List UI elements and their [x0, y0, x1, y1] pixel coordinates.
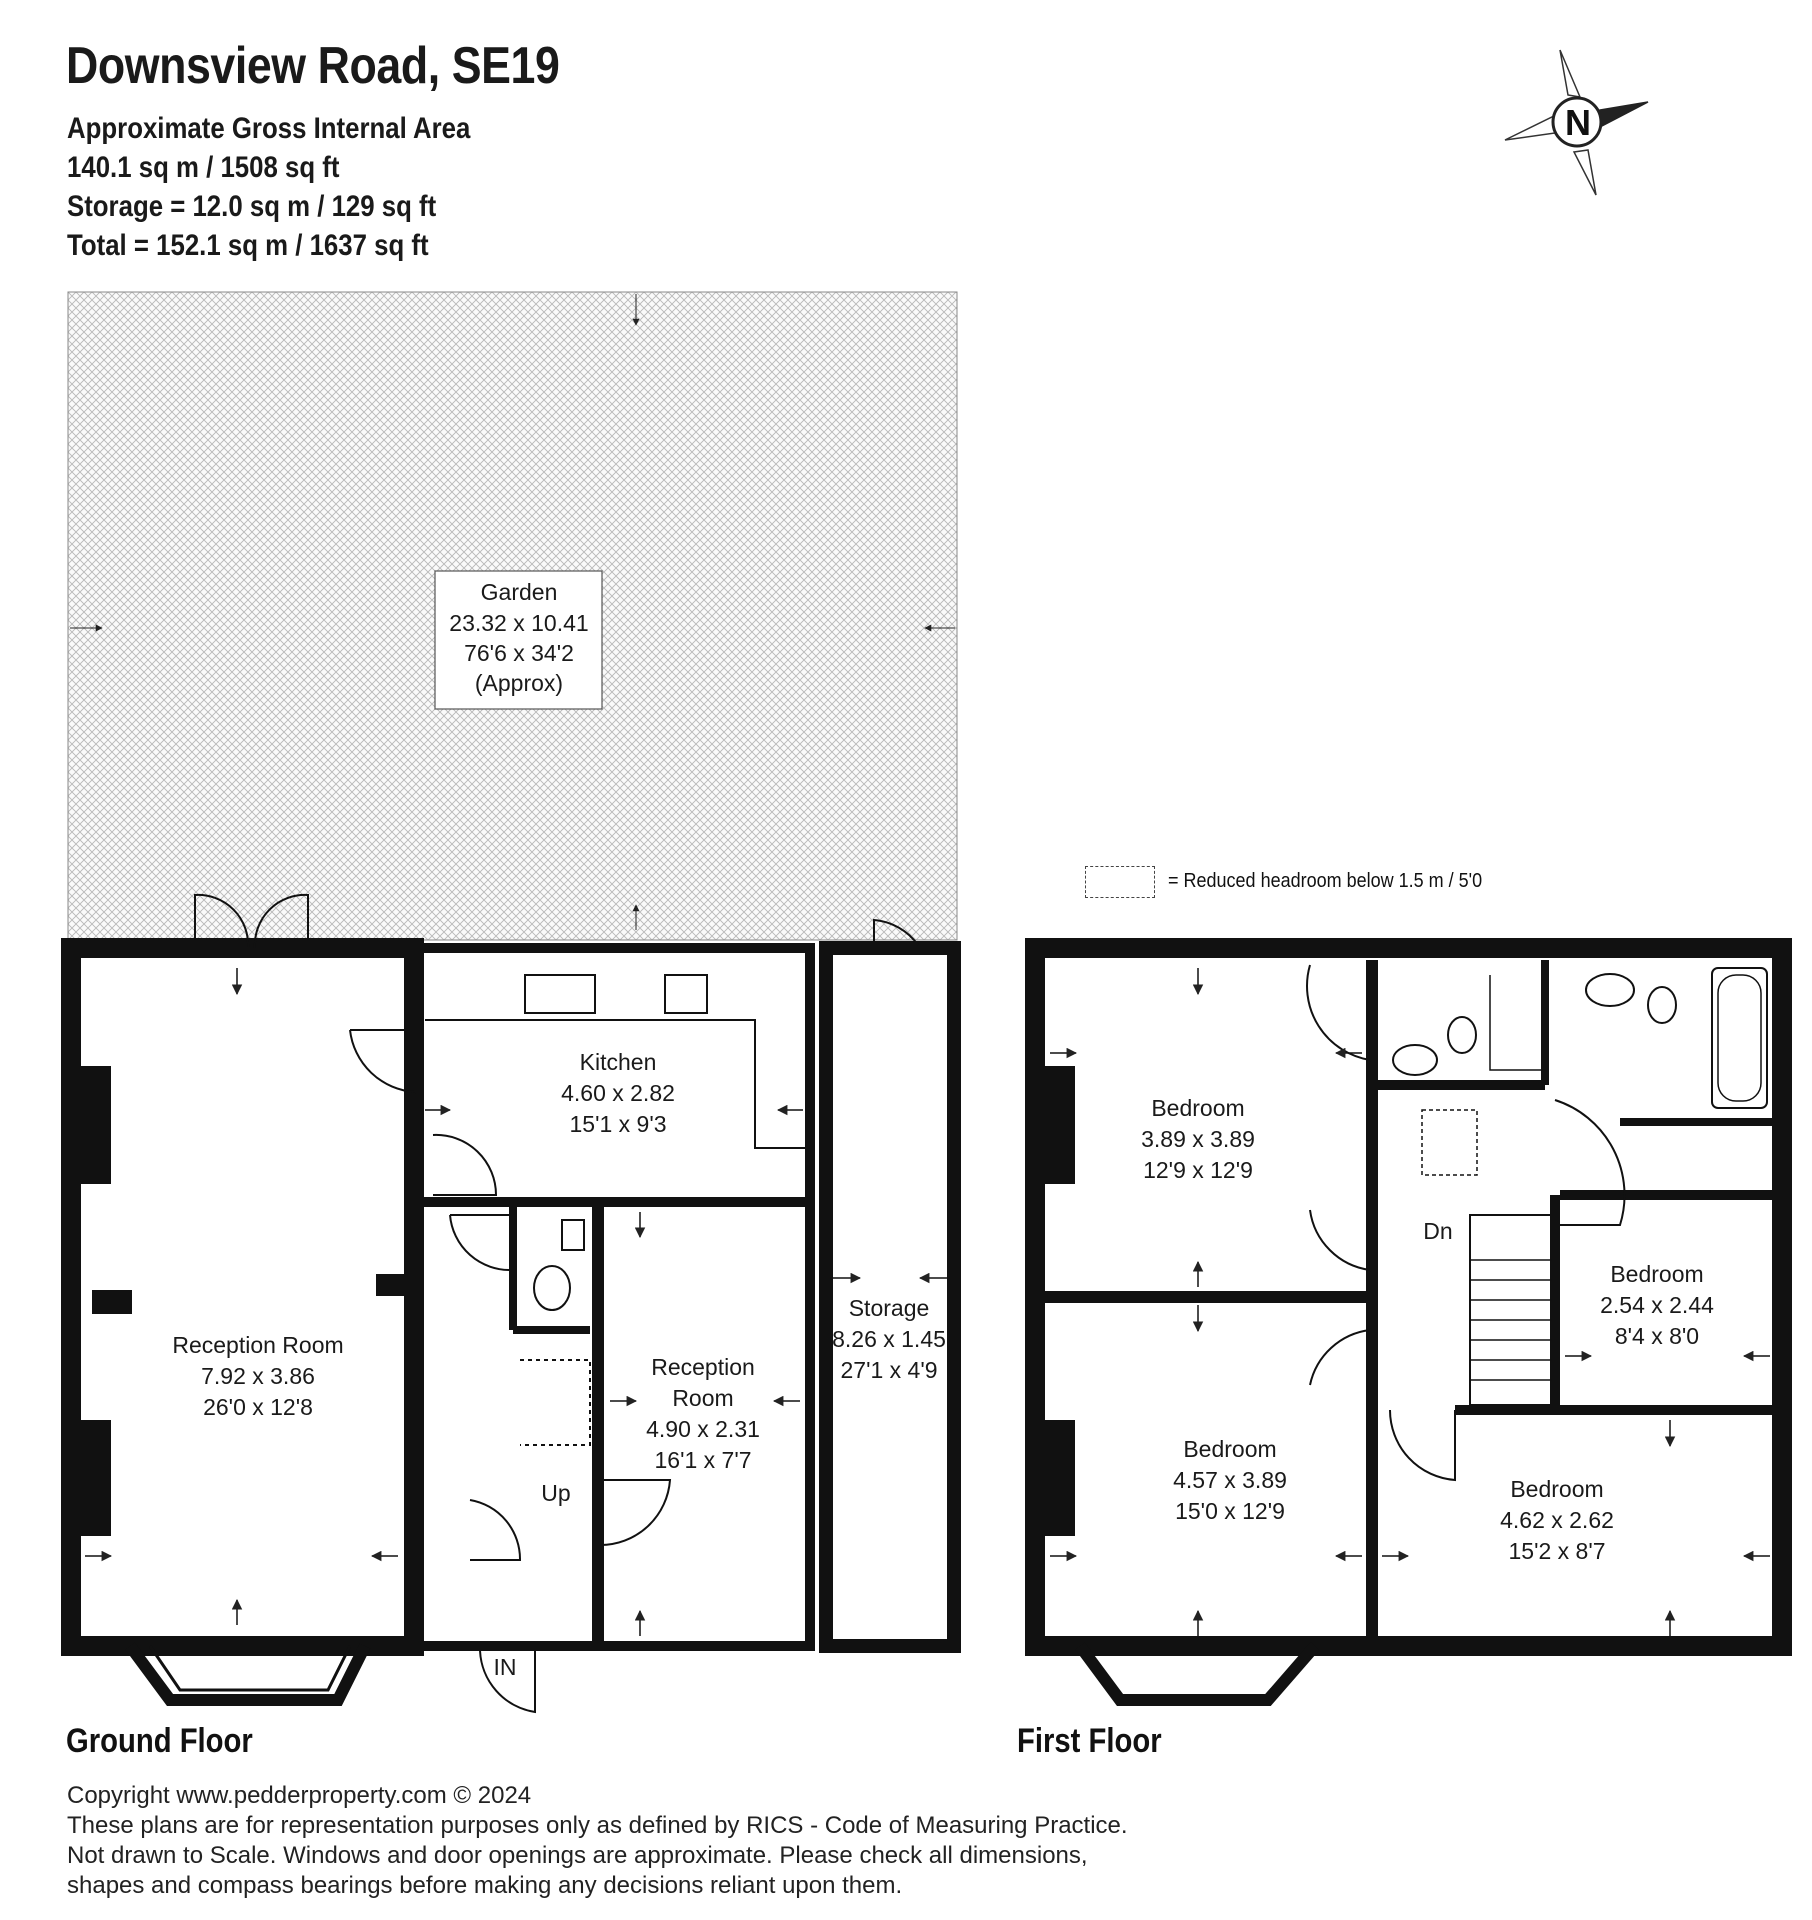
garden-name: Garden — [481, 579, 558, 605]
kitchen-metric: 4.60 x 2.82 — [561, 1080, 675, 1106]
reception-main-metric: 7.92 x 3.86 — [201, 1363, 315, 1389]
reception-small-metric: 4.90 x 2.31 — [646, 1416, 760, 1442]
bedroom-side-imperial: 15'2 x 8'7 — [1508, 1538, 1605, 1564]
first-floor-plan — [1025, 938, 1792, 1706]
garden-metric: 23.32 x 10.41 — [449, 610, 588, 636]
bedroom-front-metric: 4.57 x 3.89 — [1173, 1467, 1287, 1493]
garden-note: (Approx) — [475, 670, 563, 696]
ground-floor-label: Ground Floor — [66, 1722, 253, 1760]
bedroom-side-metric: 4.62 x 2.62 — [1500, 1507, 1614, 1533]
kitchen-name: Kitchen — [580, 1049, 657, 1075]
storage-name: Storage — [849, 1295, 930, 1321]
bedroom-rear-imperial: 12'9 x 12'9 — [1143, 1157, 1253, 1183]
area-main: 140.1 sq m / 1508 sq ft — [67, 151, 340, 184]
bedroom-small-imperial: 8'4 x 8'0 — [1615, 1323, 1699, 1349]
disclaimer-line-3: shapes and compass bearings before makin… — [67, 1872, 903, 1899]
stairs-down-label: Dn — [1423, 1218, 1452, 1244]
compass-letter: N — [1565, 102, 1591, 143]
area-total: Total = 152.1 sq m / 1637 sq ft — [67, 229, 429, 262]
bedroom-rear-name: Bedroom — [1151, 1095, 1244, 1121]
reception-main-name: Reception Room — [172, 1332, 343, 1358]
reception-small-name-1: Reception — [651, 1354, 755, 1380]
area-storage: Storage = 12.0 sq m / 129 sq ft — [67, 190, 437, 223]
stairs-up-label: Up — [541, 1480, 570, 1506]
bedroom-small-metric: 2.54 x 2.44 — [1600, 1292, 1714, 1318]
reception-main-imperial: 26'0 x 12'8 — [203, 1394, 313, 1420]
disclaimer-line-2: Not drawn to Scale. Windows and door ope… — [67, 1842, 1088, 1869]
storage-metric: 8.26 x 1.45 — [832, 1326, 946, 1352]
compass-icon: N — [1504, 49, 1649, 196]
reduced-headroom-legend-swatch — [1085, 866, 1155, 898]
reception-small-imperial: 16'1 x 7'7 — [654, 1447, 751, 1473]
storage-imperial: 27'1 x 4'9 — [840, 1357, 937, 1383]
area-title: Approximate Gross Internal Area — [67, 112, 471, 145]
bedroom-small-name: Bedroom — [1610, 1261, 1703, 1287]
first-floor-label: First Floor — [1017, 1722, 1162, 1760]
page-title: Downsview Road, SE19 — [66, 37, 560, 95]
bedroom-front-imperial: 15'0 x 12'9 — [1175, 1498, 1285, 1524]
ground-floor-plan — [61, 893, 961, 1714]
garden-imperial: 76'6 x 34'2 — [464, 640, 574, 666]
bedroom-front-name: Bedroom — [1183, 1436, 1276, 1462]
garden-area — [67, 291, 958, 941]
reception-small-name-2: Room — [672, 1385, 733, 1411]
disclaimer-line-1: These plans are for representation purpo… — [67, 1812, 1128, 1839]
kitchen-imperial: 15'1 x 9'3 — [569, 1111, 666, 1137]
reduced-headroom-legend-text: = Reduced headroom below 1.5 m / 5'0 — [1168, 870, 1483, 892]
bedroom-side-name: Bedroom — [1510, 1476, 1603, 1502]
bedroom-rear-metric: 3.89 x 3.89 — [1141, 1126, 1255, 1152]
copyright-line: Copyright www.pedderproperty.com © 2024 — [67, 1782, 532, 1809]
entrance-label: IN — [494, 1654, 517, 1680]
